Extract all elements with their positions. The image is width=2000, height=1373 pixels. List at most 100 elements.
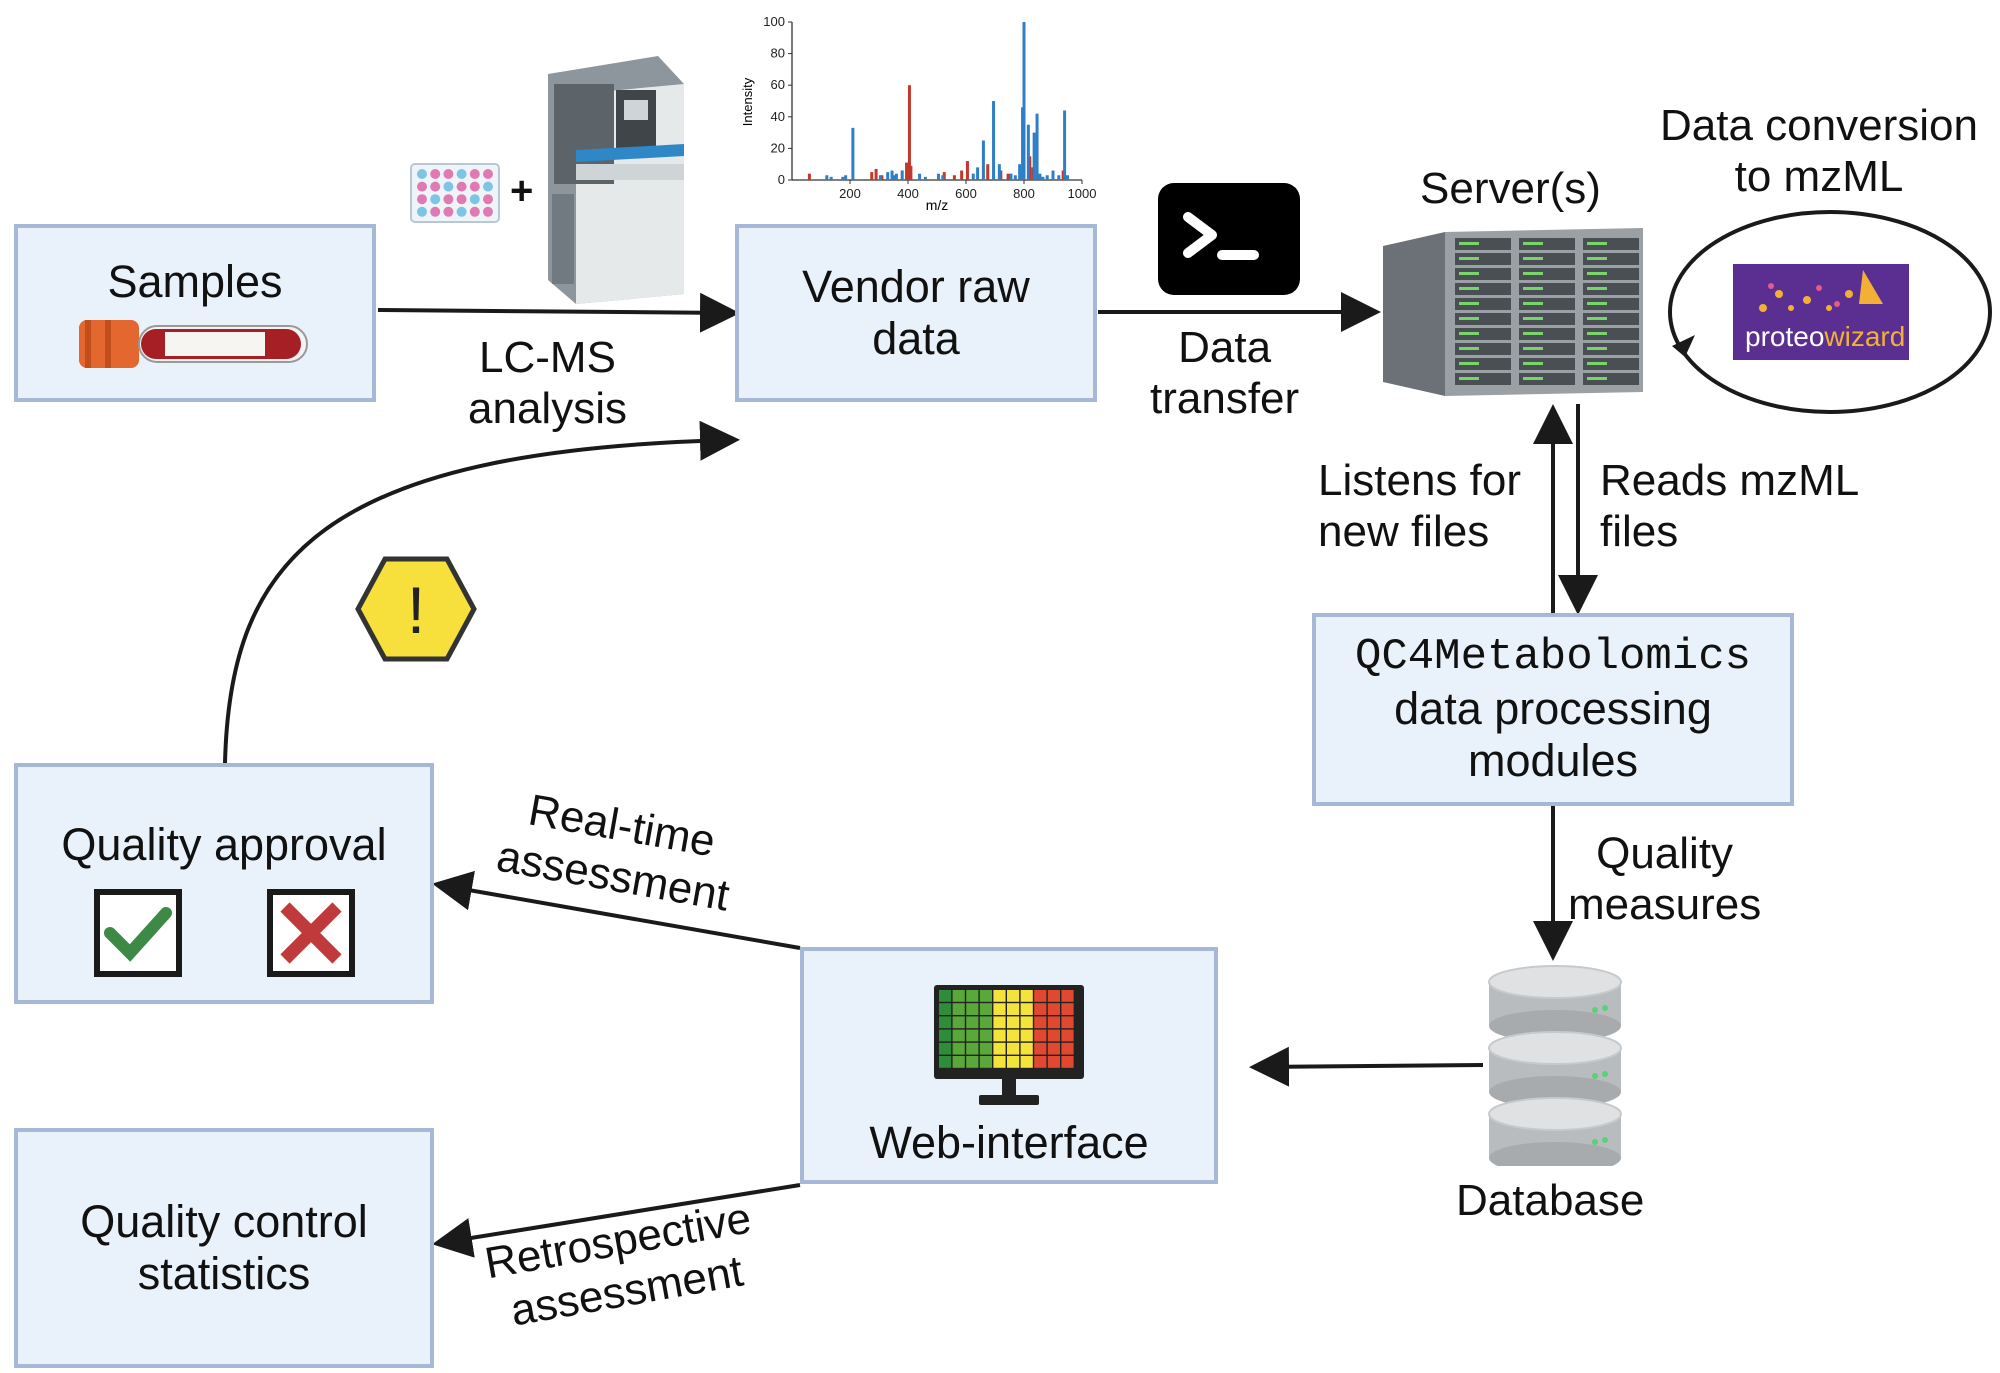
server-led xyxy=(1523,272,1543,275)
quality-approval-label: Quality approval xyxy=(61,819,387,870)
spectrum-peak xyxy=(829,176,833,180)
server-unit xyxy=(1583,268,1639,280)
spectrum-peak xyxy=(997,164,1001,180)
heatmap-cell xyxy=(952,1056,965,1068)
server-unit xyxy=(1519,313,1575,325)
server-unit xyxy=(1583,343,1639,355)
plate-well xyxy=(430,169,441,179)
plate-well xyxy=(469,194,480,205)
spectrum-peak xyxy=(1063,110,1067,180)
heatmap-cell xyxy=(939,1029,952,1042)
heatmap-cell xyxy=(939,990,952,1002)
y-tick-label: 20 xyxy=(771,140,785,155)
heatmap-cell xyxy=(993,1056,1006,1068)
heatmap-cell xyxy=(966,1016,979,1029)
server-unit xyxy=(1583,253,1639,265)
heatmap-cell xyxy=(1007,1003,1020,1015)
x-tick-label: 800 xyxy=(1013,186,1035,201)
server-led xyxy=(1459,302,1479,305)
spectrum-peak xyxy=(894,173,898,180)
vendor-label-line1: Vendor raw xyxy=(802,261,1030,313)
y-tick-label: 0 xyxy=(778,172,785,187)
heatmap-cell xyxy=(952,1029,965,1042)
spectrum-peak xyxy=(844,175,848,180)
server-unit xyxy=(1455,283,1511,295)
server-led xyxy=(1523,362,1543,365)
server-unit xyxy=(1583,238,1639,250)
heatmap-cell xyxy=(939,1016,952,1029)
heatmap-cell xyxy=(966,1056,979,1068)
plate-well xyxy=(443,206,454,217)
heatmap-cell xyxy=(952,1042,965,1055)
server-led xyxy=(1459,257,1479,260)
heatmap-cell xyxy=(1034,1042,1047,1055)
lc-ms-instrument-icon xyxy=(548,56,684,304)
heatmap-cell xyxy=(1007,1042,1020,1055)
plate-well xyxy=(430,194,441,205)
spectrum-peak xyxy=(971,173,975,180)
server-led xyxy=(1587,332,1607,335)
server-led xyxy=(1459,332,1479,335)
heatmap-cell xyxy=(1034,1056,1047,1068)
y-tick-label: 100 xyxy=(763,14,785,29)
heatmap-cell xyxy=(1034,1003,1047,1015)
server-led xyxy=(1459,377,1479,380)
heatmap-cell xyxy=(1007,1016,1020,1029)
heatmap-cell xyxy=(1061,1042,1074,1055)
quality-approval-box: Quality approval xyxy=(14,763,434,1004)
spectrum-peak xyxy=(874,168,878,180)
spectrum-peak xyxy=(1022,22,1026,180)
server-unit xyxy=(1455,343,1511,355)
database-disc xyxy=(1488,1097,1622,1166)
qc-statistics-box: Quality control statistics xyxy=(14,1128,434,1368)
web-interface-label: Web-interface xyxy=(869,1117,1149,1168)
monitor-heatmap-icon xyxy=(934,985,1084,1105)
spectrum-peak xyxy=(909,165,913,180)
server-unit xyxy=(1519,268,1575,280)
heatmap-cell xyxy=(979,1056,992,1068)
server-unit xyxy=(1519,358,1575,370)
server-led xyxy=(1523,377,1543,380)
heatmap-cell xyxy=(966,1029,979,1042)
spectrum-peak xyxy=(936,173,940,180)
qc-statistics-line2: statistics xyxy=(137,1248,311,1299)
spectrum-peak xyxy=(1026,124,1030,180)
server-led xyxy=(1587,302,1607,305)
heatmap-cell xyxy=(1020,1003,1033,1015)
spectrum-peak xyxy=(1013,175,1017,180)
heatmap-cell xyxy=(1047,1029,1060,1042)
heatmap-cell xyxy=(1007,1029,1020,1042)
samples-box: Samples xyxy=(14,224,376,402)
server-unit xyxy=(1455,298,1511,310)
servers-label: Server(s) xyxy=(1420,164,1601,213)
heatmap-cell xyxy=(1047,1042,1060,1055)
well-plate-icon xyxy=(410,163,500,223)
plate-well xyxy=(417,206,427,217)
server-unit xyxy=(1519,283,1575,295)
server-led xyxy=(1523,317,1543,320)
spectrum-peak xyxy=(878,175,882,180)
server-led xyxy=(1459,242,1479,245)
spectrum-peak xyxy=(1066,175,1069,180)
plate-well xyxy=(469,181,480,192)
heatmap-cell xyxy=(979,990,992,1002)
spectrum-peak xyxy=(1041,176,1045,180)
server-led xyxy=(1587,242,1607,245)
server-unit xyxy=(1519,253,1575,265)
server-led xyxy=(1587,377,1607,380)
spectrum-peak xyxy=(960,170,964,180)
heatmap-cell xyxy=(1020,1016,1033,1029)
spectrum-peak xyxy=(1032,132,1036,180)
server-unit xyxy=(1455,238,1511,250)
server-unit xyxy=(1519,298,1575,310)
spectrum-peak xyxy=(851,127,855,180)
x-tick-label: 200 xyxy=(839,186,861,201)
blood-tube-icon xyxy=(79,319,308,368)
plate-well xyxy=(469,206,480,217)
heatmap-cell xyxy=(979,1042,992,1055)
spectrum-peak xyxy=(1009,173,1013,180)
heatmap-cell xyxy=(1047,990,1060,1002)
